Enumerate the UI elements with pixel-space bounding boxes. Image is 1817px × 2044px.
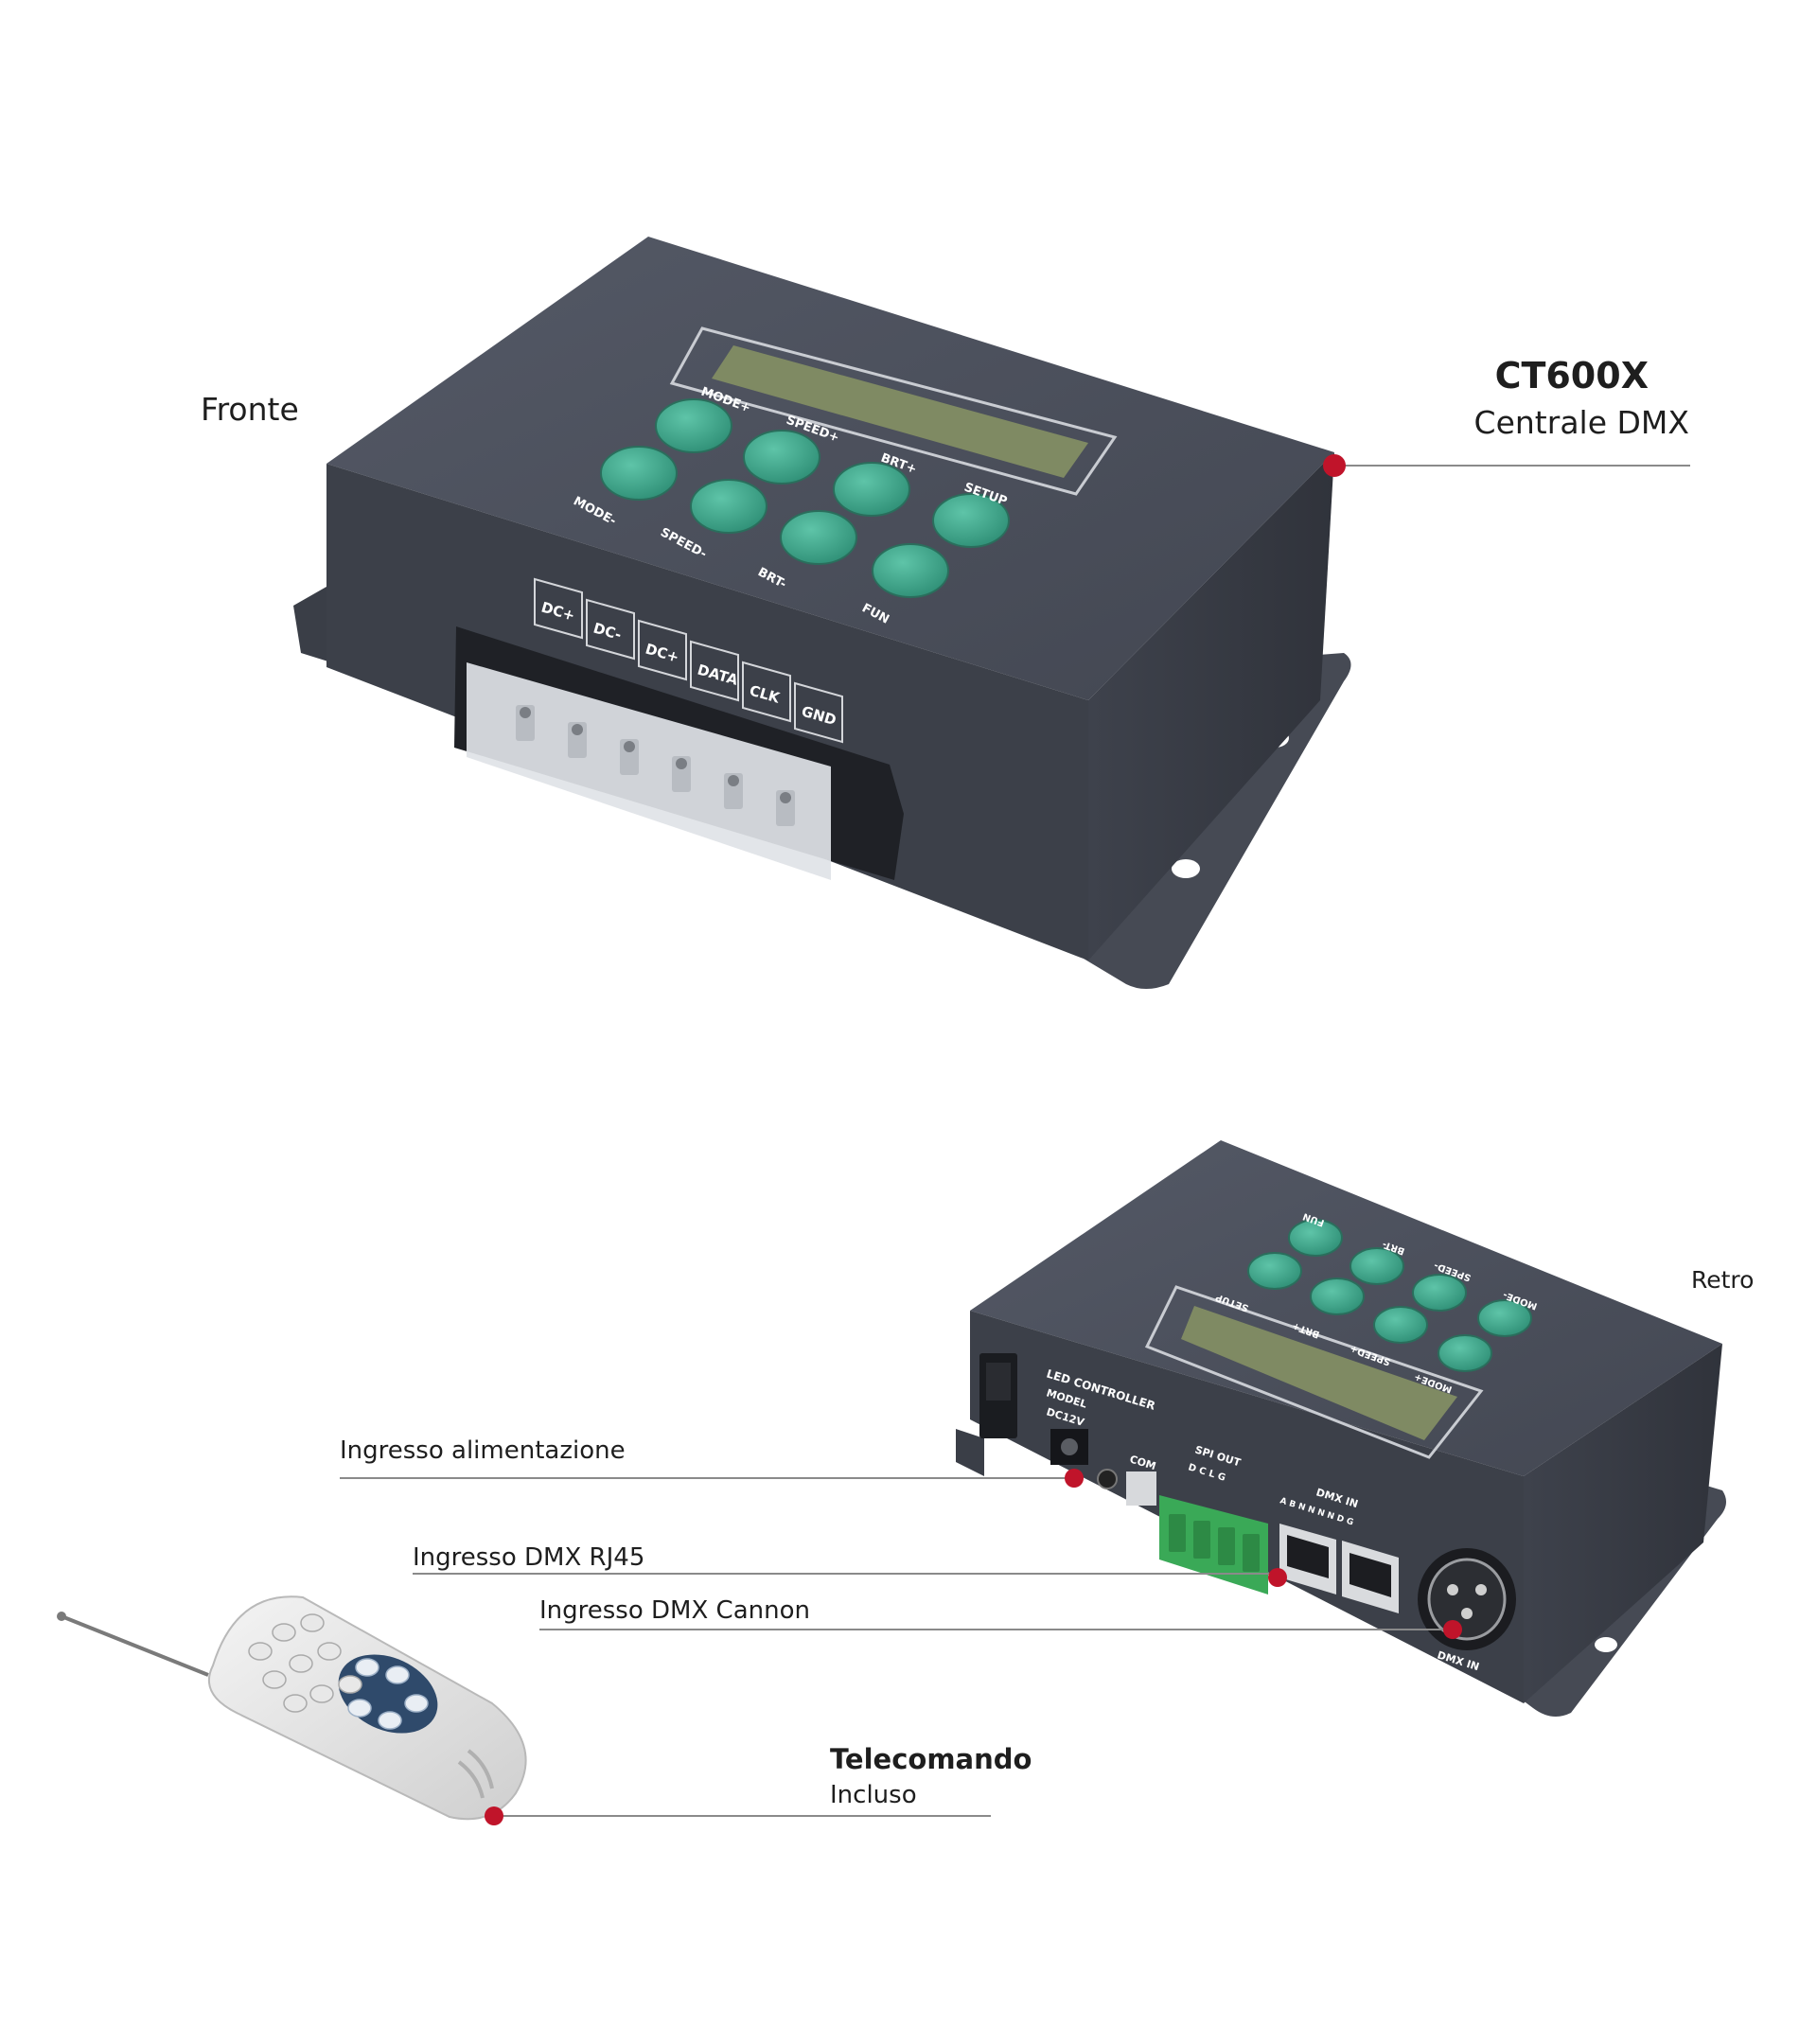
- back-button: [1350, 1247, 1404, 1285]
- front-terminal-tab: [742, 661, 791, 723]
- front-right-face: [1088, 452, 1334, 960]
- front-button: [743, 430, 820, 485]
- back-xlr-pin: [1475, 1584, 1487, 1595]
- back-flange-hole: [1595, 1637, 1617, 1652]
- label-product-title: CT600X: [1494, 355, 1649, 396]
- remote-key: [347, 1699, 372, 1718]
- front-button: [780, 510, 857, 565]
- remote-key: [355, 1658, 379, 1677]
- remote-key: [385, 1665, 410, 1684]
- front-button: [833, 462, 910, 517]
- remote-key: [289, 1654, 313, 1673]
- marker-rj45: [1268, 1568, 1287, 1587]
- front-button: [932, 493, 1010, 548]
- front-terminal-screw-head: [624, 741, 635, 752]
- remote-antenna: [61, 1614, 209, 1677]
- back-xlr-ring: [1427, 1558, 1507, 1641]
- back-spi-pins: [1169, 1514, 1260, 1572]
- remote-key: [262, 1670, 287, 1689]
- back-right-face: [1524, 1344, 1722, 1703]
- label-front: Fronte: [201, 391, 299, 428]
- marker-power: [1065, 1469, 1084, 1488]
- back-spi-pin: [1218, 1527, 1235, 1565]
- remote-key: [378, 1711, 402, 1730]
- front-terminal-screw-head: [520, 707, 531, 718]
- back-button: [1247, 1252, 1302, 1290]
- remote-key: [300, 1613, 325, 1632]
- label-power-input: Ingresso alimentazione: [340, 1436, 626, 1465]
- remote-key: [317, 1642, 342, 1661]
- front-top-face: [326, 237, 1334, 700]
- front-terminal-screw-head: [780, 792, 791, 803]
- front-terminal-tab: [534, 577, 583, 640]
- remote-keys: [248, 1613, 429, 1730]
- front-button: [690, 479, 767, 534]
- front-button: [655, 398, 732, 453]
- back-button: [1373, 1306, 1428, 1344]
- front-terminal-screws: [516, 705, 795, 826]
- front-terminal-screw-head: [572, 724, 583, 735]
- front-lcd-frame: [669, 326, 1118, 496]
- back-audio-jack: [1097, 1469, 1118, 1489]
- front-terminal-screw-head: [676, 758, 687, 769]
- front-flange-hole: [1172, 859, 1200, 878]
- remote-grip-line: [457, 1760, 485, 1799]
- callouts: [340, 454, 1690, 1825]
- front-terminal-cover: [467, 662, 831, 880]
- remote-key: [272, 1623, 296, 1642]
- back-button: [1310, 1278, 1365, 1315]
- remote-key: [404, 1694, 429, 1713]
- front-lcd-screen: [712, 345, 1088, 478]
- marker-product: [1323, 454, 1346, 477]
- back-spi-pin: [1169, 1514, 1186, 1552]
- label-back: Retro: [1691, 1266, 1755, 1294]
- back-lcd-frame: [1144, 1285, 1484, 1459]
- back-rj45-port-2-socket: [1350, 1553, 1391, 1597]
- back-dc-jack-pin: [1061, 1438, 1078, 1455]
- front-button: [872, 543, 949, 598]
- back-com-port: [1126, 1471, 1156, 1506]
- marker-remote: [485, 1806, 503, 1825]
- label-dmx-rj45: Ingresso DMX RJ45: [413, 1543, 645, 1572]
- marker-cannon: [1443, 1620, 1462, 1639]
- front-button: [600, 446, 678, 501]
- label-remote-subtitle: Incluso: [830, 1781, 917, 1809]
- back-spi-terminal: [1159, 1495, 1268, 1595]
- remote-antenna-tip: [57, 1612, 66, 1621]
- back-lcd-screen: [1181, 1306, 1457, 1440]
- remote-grip-line: [467, 1749, 494, 1789]
- label-product-subtitle: Centrale DMX: [1473, 404, 1689, 441]
- front-terminal-tab: [638, 619, 687, 681]
- back-button: [1477, 1299, 1532, 1337]
- back-flange-left: [956, 1429, 984, 1476]
- remote-control: [57, 1595, 527, 1821]
- remote-key: [248, 1642, 273, 1661]
- back-xlr-pin: [1461, 1608, 1473, 1619]
- label-remote-title: Telecomando: [830, 1743, 1032, 1775]
- back-rj45-port-1-socket: [1287, 1535, 1329, 1578]
- front-terminal-tab: [794, 681, 843, 744]
- remote-key: [309, 1684, 334, 1703]
- back-button: [1438, 1334, 1492, 1372]
- back-power-switch-rocker: [986, 1363, 1011, 1401]
- back-button: [1288, 1219, 1343, 1257]
- back-button: [1412, 1274, 1467, 1312]
- front-terminal-tab: [586, 598, 635, 661]
- front-terminal-tab: [690, 640, 739, 702]
- remote-key: [338, 1675, 362, 1694]
- label-dmx-cannon: Ingresso DMX Cannon: [539, 1596, 810, 1625]
- back-spi-pin: [1193, 1521, 1210, 1559]
- remote-key: [283, 1694, 308, 1713]
- back-xlr-pin: [1447, 1584, 1458, 1595]
- back-spi-pin: [1243, 1534, 1260, 1572]
- front-flange-left: [293, 587, 331, 662]
- front-terminal-screw-head: [728, 775, 739, 786]
